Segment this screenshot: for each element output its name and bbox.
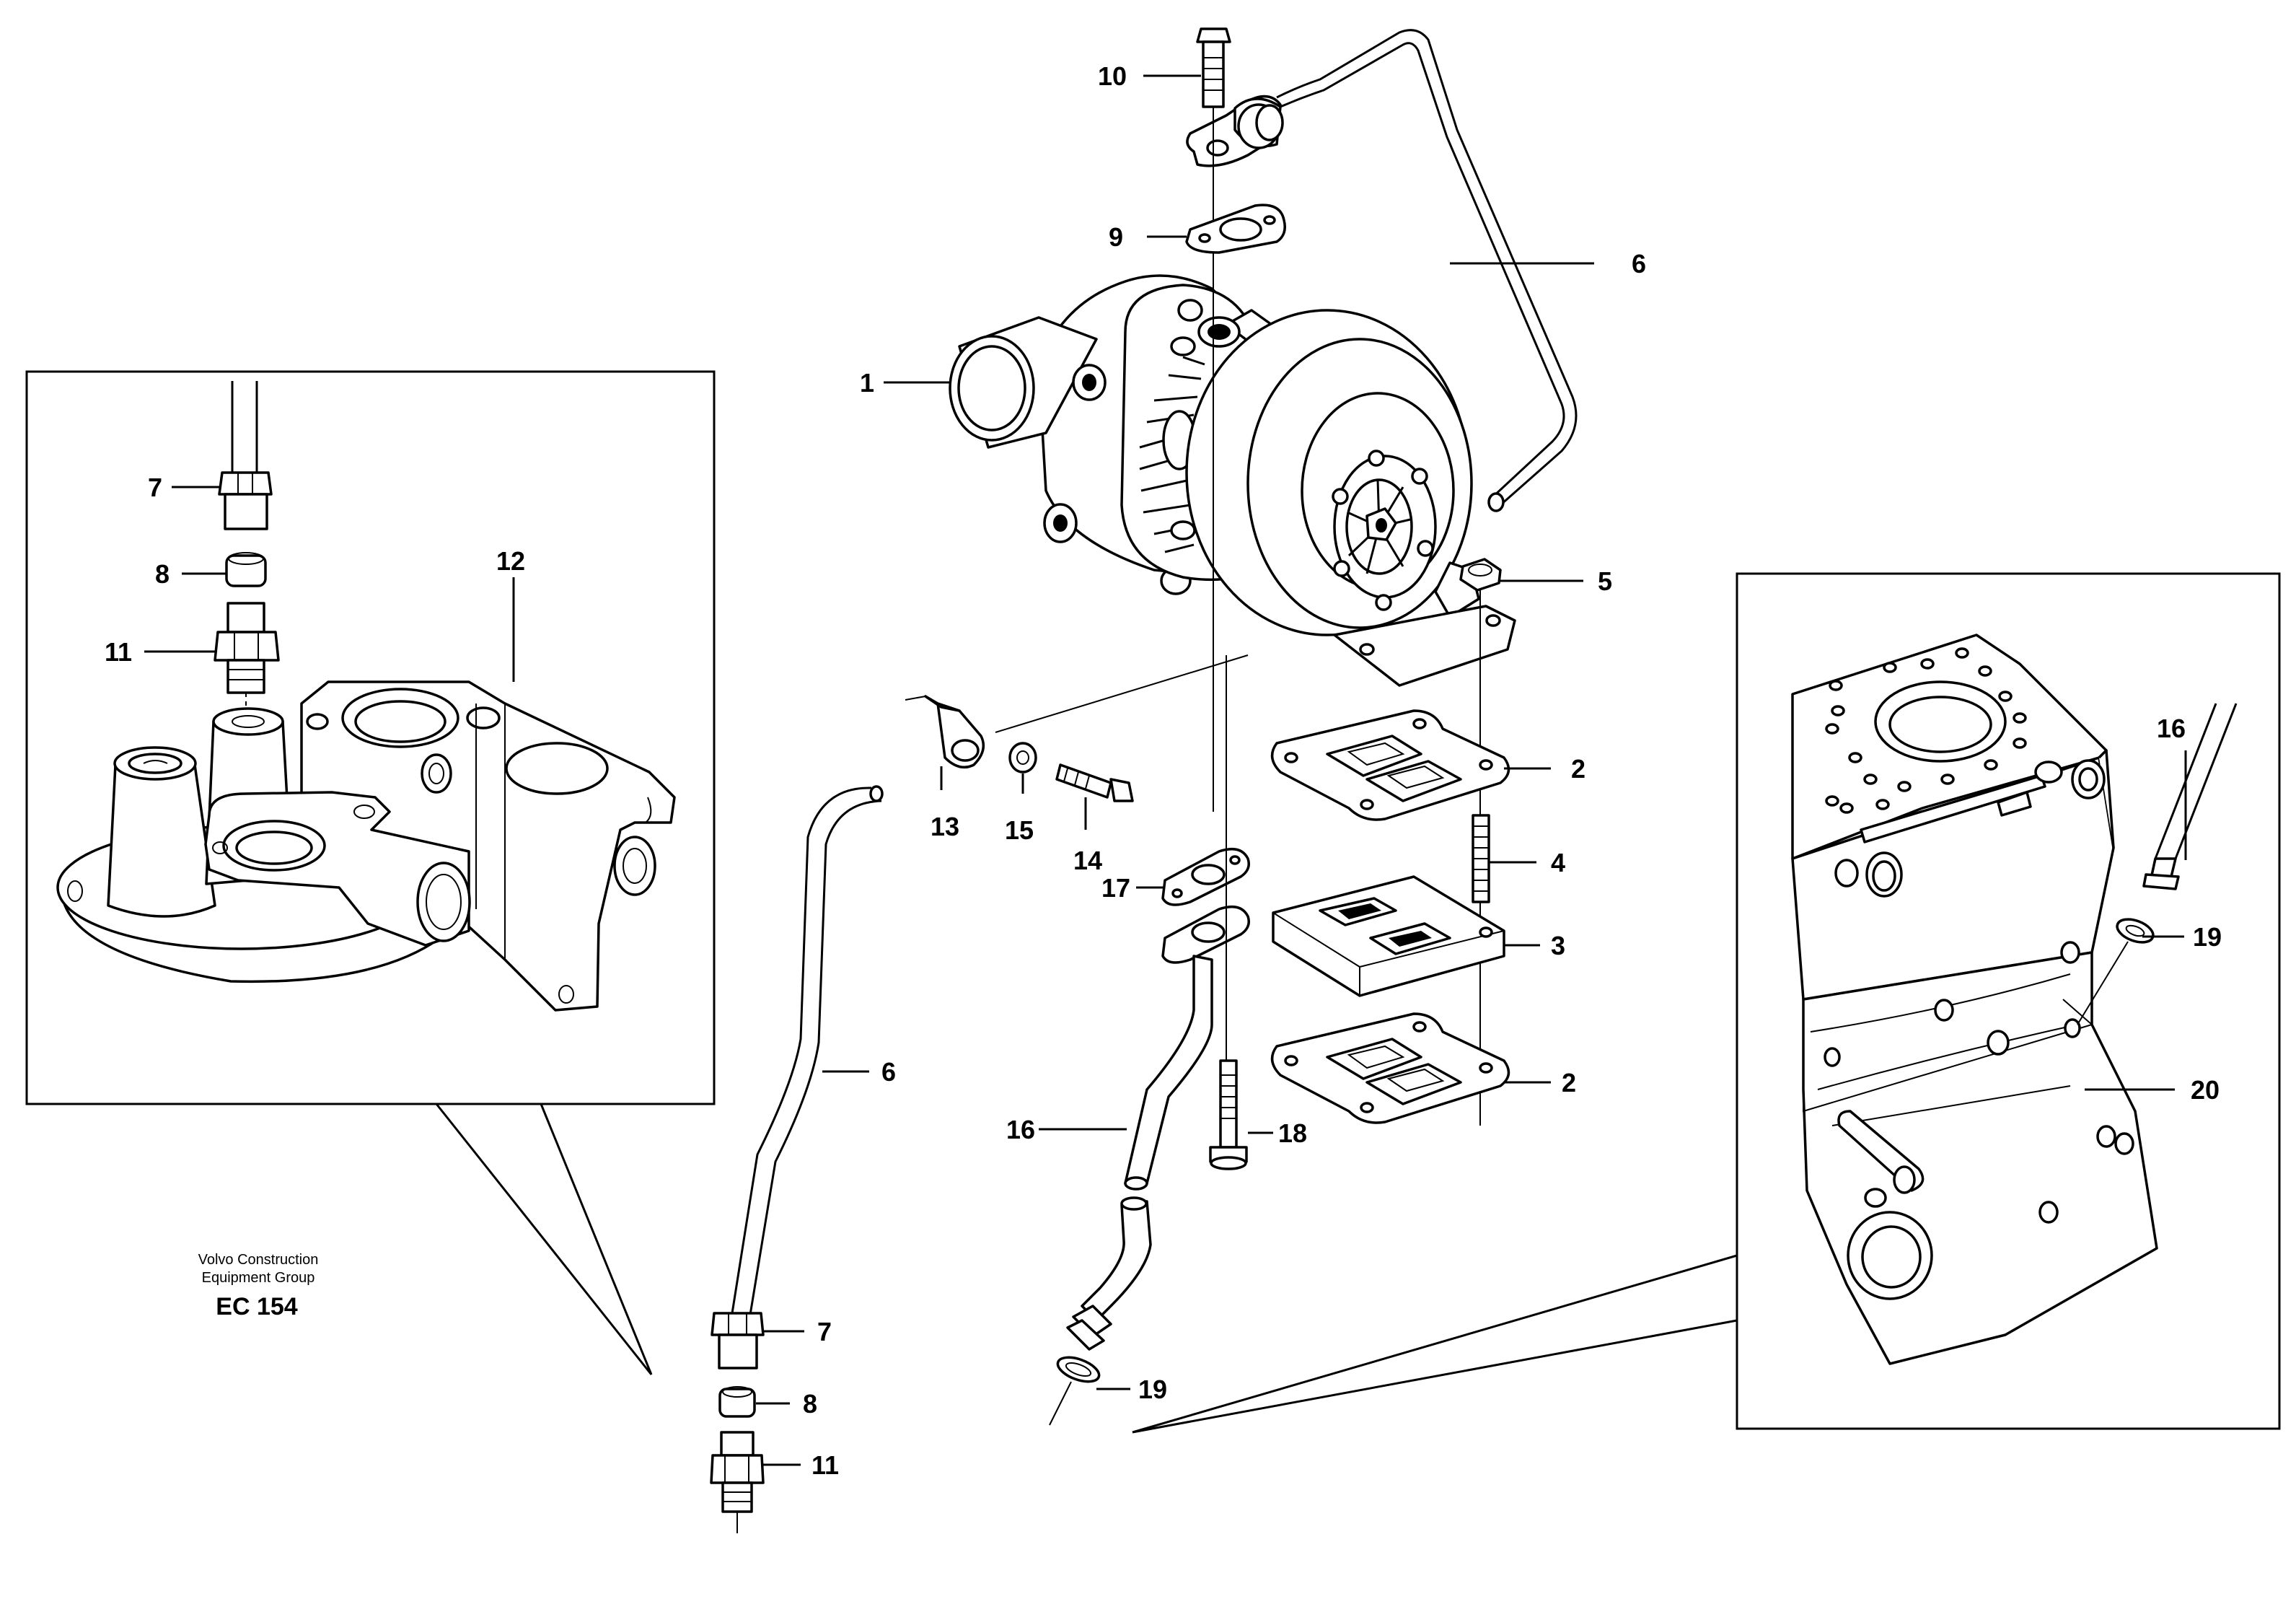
inset-right-pointer <box>1132 1254 1738 1434</box>
callout-12: 12 <box>496 546 525 576</box>
callout-9: 9 <box>1109 222 1123 252</box>
oil-pipe-6-top <box>1186 29 1578 512</box>
gasket-17 <box>1161 847 1250 906</box>
clip-13 <box>905 695 985 769</box>
gasket-2-lower <box>1270 1012 1510 1124</box>
bracket-12 <box>300 680 676 1012</box>
callout-19-main: 19 <box>1138 1375 1167 1404</box>
washer-15 <box>1008 742 1037 773</box>
flange-outlet <box>204 791 471 947</box>
callout-4: 4 <box>1551 848 1565 877</box>
turbocharger <box>949 274 1516 687</box>
publisher-credit: Volvo Construction Equipment Group EC 15… <box>198 1252 319 1320</box>
inset-right-frame <box>1736 572 2281 1430</box>
nipple-11-main <box>710 1431 765 1533</box>
nut-7-main <box>711 1312 765 1369</box>
credit-line-1: Volvo Construction <box>198 1252 319 1268</box>
callout-labels: 1 2 2 3 4 5 6 6 7 7 8 8 9 10 11 11 12 13… <box>105 61 2222 1480</box>
callout-7-main: 7 <box>817 1317 832 1346</box>
diagram-code: EC 154 <box>216 1293 297 1320</box>
callout-8-main: 8 <box>803 1389 817 1419</box>
callout-7-inset: 7 <box>148 473 162 502</box>
callout-10: 10 <box>1098 61 1127 91</box>
ring-8-main <box>718 1386 756 1418</box>
callout-2-upper: 2 <box>1571 754 1585 784</box>
inset-nut-7 <box>218 471 273 530</box>
inset-left-pointer <box>435 1103 653 1375</box>
block-holes <box>1824 647 2134 1224</box>
callout-17: 17 <box>1101 873 1130 903</box>
bolt-18 <box>1209 1059 1248 1170</box>
gasket-9 <box>1185 203 1286 254</box>
callout-13: 13 <box>931 812 959 841</box>
callout-8-inset: 8 <box>155 559 170 589</box>
plate-3 <box>1272 875 1505 997</box>
callout-2-lower: 2 <box>1562 1068 1576 1097</box>
callout-11-inset: 11 <box>105 637 132 667</box>
inset-ring-8 <box>225 552 267 587</box>
callout-6-main: 6 <box>881 1057 896 1087</box>
oil-pipe-6-main <box>731 785 884 1315</box>
leader-lines <box>144 74 2187 1466</box>
bolt-14 <box>1055 763 1134 802</box>
callout-16-main: 16 <box>1006 1115 1035 1144</box>
callout-5: 5 <box>1598 566 1612 596</box>
callout-20: 20 <box>2191 1075 2220 1105</box>
inset-left <box>25 370 716 1375</box>
callout-19-inset: 19 <box>2193 922 2222 952</box>
callout-6-top: 6 <box>1632 249 1646 279</box>
callout-15: 15 <box>1005 815 1034 845</box>
inset-right <box>1132 572 2281 1434</box>
callout-1: 1 <box>860 368 874 398</box>
engine-block <box>1791 634 2158 1365</box>
inset-nipple-11 <box>214 602 280 722</box>
inset-pipe-16 <box>2077 703 2238 1025</box>
assembly-axis-lines <box>995 654 1249 1061</box>
drain-pipe-16 <box>1049 905 1250 1426</box>
callout-16-inset: 16 <box>2157 714 2186 743</box>
stud-4 <box>1472 814 1490 903</box>
inset-pipe <box>231 381 258 473</box>
gasket-2-upper <box>1270 709 1510 821</box>
credit-line-2: Equipment Group <box>202 1270 315 1286</box>
inset-left-frame <box>25 370 716 1105</box>
callout-18: 18 <box>1278 1118 1307 1148</box>
callout-14: 14 <box>1073 846 1102 875</box>
callout-3: 3 <box>1551 931 1565 960</box>
callout-11-main: 11 <box>811 1450 839 1480</box>
